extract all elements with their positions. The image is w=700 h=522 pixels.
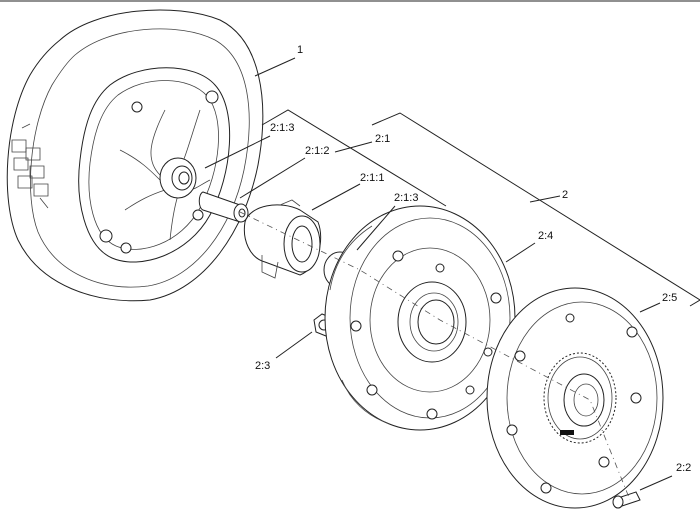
leader-lines <box>204 57 673 491</box>
bearing-housing-part <box>243 199 322 279</box>
callout-2-4: 2:4 <box>538 230 554 242</box>
callout-2-1-2: 2:1:2 <box>305 145 330 157</box>
assembly-axis <box>239 211 631 501</box>
hub-disc-part <box>324 205 516 431</box>
callout-2-1-1: 2:1:1 <box>360 172 385 184</box>
axle-spacer-part <box>198 191 249 223</box>
wheel-part-1 <box>6 9 264 302</box>
callout-1: 1 <box>297 44 304 56</box>
callout-2-1-3-lower: 2:1:3 <box>394 192 419 204</box>
callout-2-1-3-top: 2:1:3 <box>270 122 295 134</box>
gear-disc-part <box>486 287 664 509</box>
callout-2-5: 2:5 <box>662 292 678 304</box>
callout-2-2: 2:2 <box>676 462 692 474</box>
tread-logo <box>11 123 49 209</box>
callout-2: 2 <box>562 189 569 201</box>
gear-marking <box>560 430 574 435</box>
bracket-2-1 <box>261 109 447 207</box>
callout-2-3: 2:3 <box>255 360 271 372</box>
callout-2-1: 2:1 <box>375 133 391 145</box>
bolt-part <box>612 491 641 509</box>
bracket-2 <box>371 112 700 307</box>
